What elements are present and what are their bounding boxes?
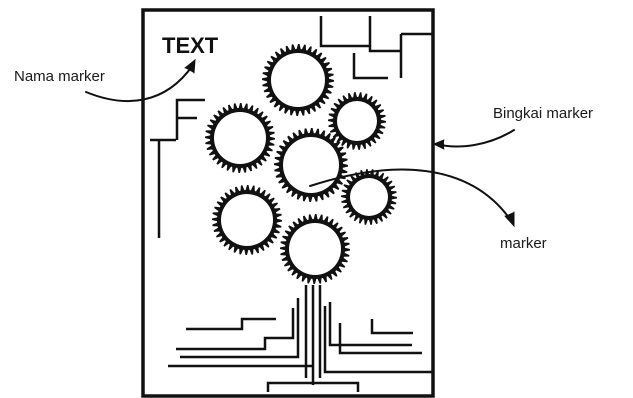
- label-marker: marker: [500, 235, 547, 252]
- gear-center: [221, 194, 273, 246]
- circuit-lines-bottom: [168, 285, 433, 392]
- marker-arrow: [309, 168, 513, 223]
- marker-arrowhead: [504, 211, 515, 228]
- gear-center: [337, 101, 377, 141]
- label-bingkai-marker: Bingkai marker: [493, 105, 593, 122]
- gear-marker-3: [328, 92, 386, 150]
- nama-marker-arrowhead: [184, 58, 196, 74]
- gear-center: [271, 53, 325, 107]
- gear-center: [350, 178, 388, 216]
- gear-marker-1: [262, 44, 334, 116]
- gear-marker-4: [274, 128, 348, 202]
- marker-frame: [141, 8, 435, 398]
- nama-marker-arrow: [85, 64, 194, 102]
- circuit-lines-top-right: [319, 16, 433, 80]
- label-nama-marker: Nama marker: [14, 68, 105, 85]
- gear-center: [214, 112, 266, 164]
- gear-marker-2: [205, 103, 275, 173]
- bingkai-marker-arrow: [435, 129, 515, 148]
- gear-marker-7: [280, 214, 350, 284]
- gear-marker-6: [341, 169, 397, 225]
- bingkai-marker-arrowhead: [432, 139, 445, 150]
- circuit-lines-left: [150, 98, 205, 238]
- gear-marker-5: [212, 185, 282, 255]
- marker-title-text: TEXT: [162, 33, 219, 58]
- callout-arrows: [85, 58, 515, 228]
- gear-cluster: [205, 44, 397, 284]
- gear-center: [283, 137, 339, 193]
- gear-center: [289, 223, 341, 275]
